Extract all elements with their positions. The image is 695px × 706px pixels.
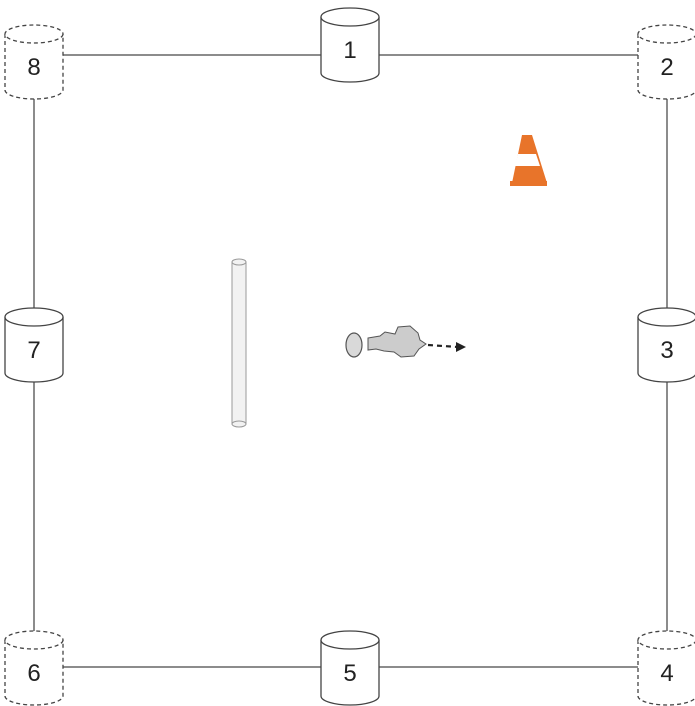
smoke-trail-icon [368, 326, 426, 357]
cylinder-marker-1: 1 [321, 8, 379, 82]
cylinder-top [321, 8, 379, 26]
cylinder-markers: 1 2 3 4 5 6 7 8 [5, 8, 695, 705]
cylinder-label-6: 6 [27, 660, 40, 687]
cylinder-top [638, 308, 695, 326]
pole-body [232, 262, 246, 424]
cylinder-label-8: 8 [27, 54, 40, 81]
cylinder-marker-8: 8 [5, 25, 63, 99]
traffic-cone-icon [510, 135, 547, 186]
cylinder-top [321, 631, 379, 649]
cylinder-marker-5: 5 [321, 631, 379, 705]
arrowhead-icon [456, 342, 466, 352]
cylinder-top [5, 631, 63, 649]
cylinder-top [638, 25, 695, 43]
cylinder-label-7: 7 [27, 337, 40, 364]
moving-object [346, 326, 466, 357]
cylinder-marker-7: 7 [5, 308, 63, 382]
cylinder-label-3: 3 [660, 337, 673, 364]
pole-bottom [232, 421, 246, 427]
cylinder-marker-4: 4 [638, 631, 695, 705]
cylinder-marker-3: 3 [638, 308, 695, 382]
cylinder-top [5, 25, 63, 43]
cylinder-top [5, 308, 63, 326]
cylinder-label-5: 5 [343, 660, 356, 687]
cylinder-label-4: 4 [660, 660, 673, 687]
cylinder-top [638, 631, 695, 649]
cylinder-marker-6: 6 [5, 631, 63, 705]
cylinder-label-1: 1 [343, 37, 356, 64]
cylinder-marker-2: 2 [638, 25, 695, 99]
ball-icon [346, 333, 362, 357]
boundary-lines [34, 55, 669, 667]
pole [232, 259, 246, 427]
pole-top [232, 259, 246, 265]
motion-arrow-icon [428, 345, 458, 347]
cylinder-label-2: 2 [660, 54, 673, 81]
